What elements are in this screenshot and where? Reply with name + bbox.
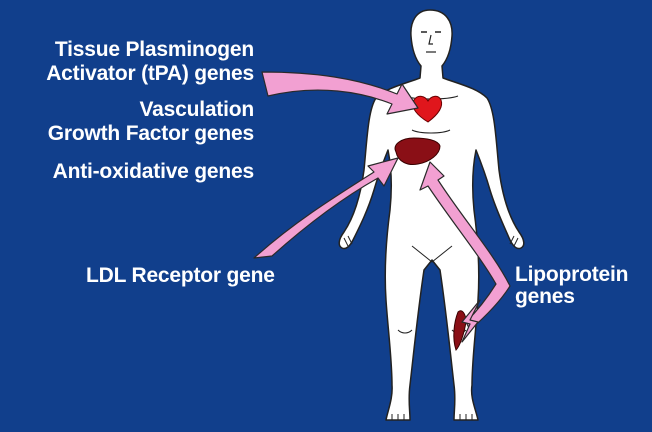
human-body-figure (339, 10, 524, 420)
lipoprotein-label-line-2: genes (515, 286, 628, 308)
ldl-label-text: LDL Receptor gene (86, 264, 275, 288)
tpa-label-line-1: Tissue Plasminogen (46, 38, 254, 62)
arrow-tpa-to-heart (262, 72, 418, 114)
antioxidative-label-text: Anti-oxidative genes (53, 160, 254, 184)
ldl-receptor-gene-label: LDL Receptor gene (86, 264, 275, 288)
vegf-label-line-2: Growth Factor genes (48, 122, 254, 146)
tpa-label-line-2: Activator (tPA) genes (46, 62, 254, 86)
antioxidative-genes-label: Anti-oxidative genes (53, 160, 254, 184)
vegf-genes-label: Vasculation Growth Factor genes (48, 98, 254, 146)
vegf-label-line-1: Vasculation (48, 98, 254, 122)
body-silhouette (339, 10, 524, 420)
tpa-genes-label: Tissue Plasminogen Activator (tPA) genes (46, 38, 254, 86)
arrow-ldl-to-liver (254, 158, 398, 258)
lipoprotein-label-line-1: Lipoprotein (515, 264, 628, 286)
lipoprotein-genes-label: Lipoprotein genes (515, 264, 628, 308)
